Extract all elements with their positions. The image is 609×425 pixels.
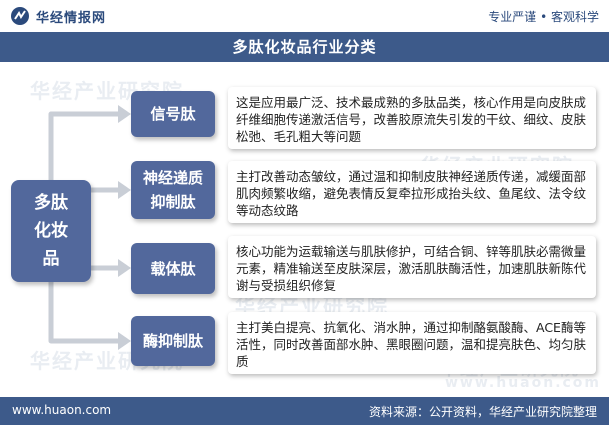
- description-neurotransmitter-peptide: 主打改善动态皱纹，通过温和抑制皮肤神经递质传递，减缓面部肌肉频繁收缩，避免表情反…: [228, 161, 596, 223]
- category-label: 酶抑制肽: [142, 332, 203, 350]
- footer-website[interactable]: www.huaon.com: [12, 403, 112, 417]
- hj-logo-icon: [11, 7, 29, 25]
- category-label: 神经递质抑制肽: [142, 169, 203, 211]
- description-enzyme-inhibitor-peptide: 主打美白提亮、抗氧化、消水肿，通过抑制酪氨酸酶、ACE酶等活性，同时改善面部水肿…: [228, 312, 596, 374]
- brand[interactable]: 华经情报网: [10, 6, 106, 26]
- page-title: 多肽化妆品行业分类: [0, 32, 609, 62]
- category-signal-peptide: 信号肽: [131, 91, 215, 137]
- category-neurotransmitter-peptide: 神经递质抑制肽: [131, 161, 215, 219]
- description-carrier-peptide: 核心功能为运载输送与肌肤修护，可结合铜、锌等肌肤必需微量元素，精准输送至皮肤深层…: [228, 236, 596, 298]
- category-carrier-peptide: 载体肽: [131, 243, 215, 294]
- slogan: 专业严谨 • 客观科学: [488, 10, 599, 24]
- center-label: 多肽化妆品: [34, 193, 68, 269]
- center-node: 多肽化妆品: [11, 180, 91, 282]
- category-enzyme-inhibitor-peptide: 酶抑制肽: [131, 316, 215, 366]
- footer-source: 资料来源：公开资料，华经产业研究院整理: [368, 405, 597, 419]
- category-label: 载体肽: [150, 259, 196, 278]
- description-signal-peptide: 这是应用最广泛、技术最成熟的多肽品类，核心作用是向皮肤成纤维细胞传递激活信号，改…: [228, 87, 596, 149]
- brand-name: 华经情报网: [36, 10, 107, 26]
- category-label: 信号肽: [150, 105, 196, 123]
- footer: www.huaon.com 资料来源：公开资料，华经产业研究院整理: [0, 397, 609, 425]
